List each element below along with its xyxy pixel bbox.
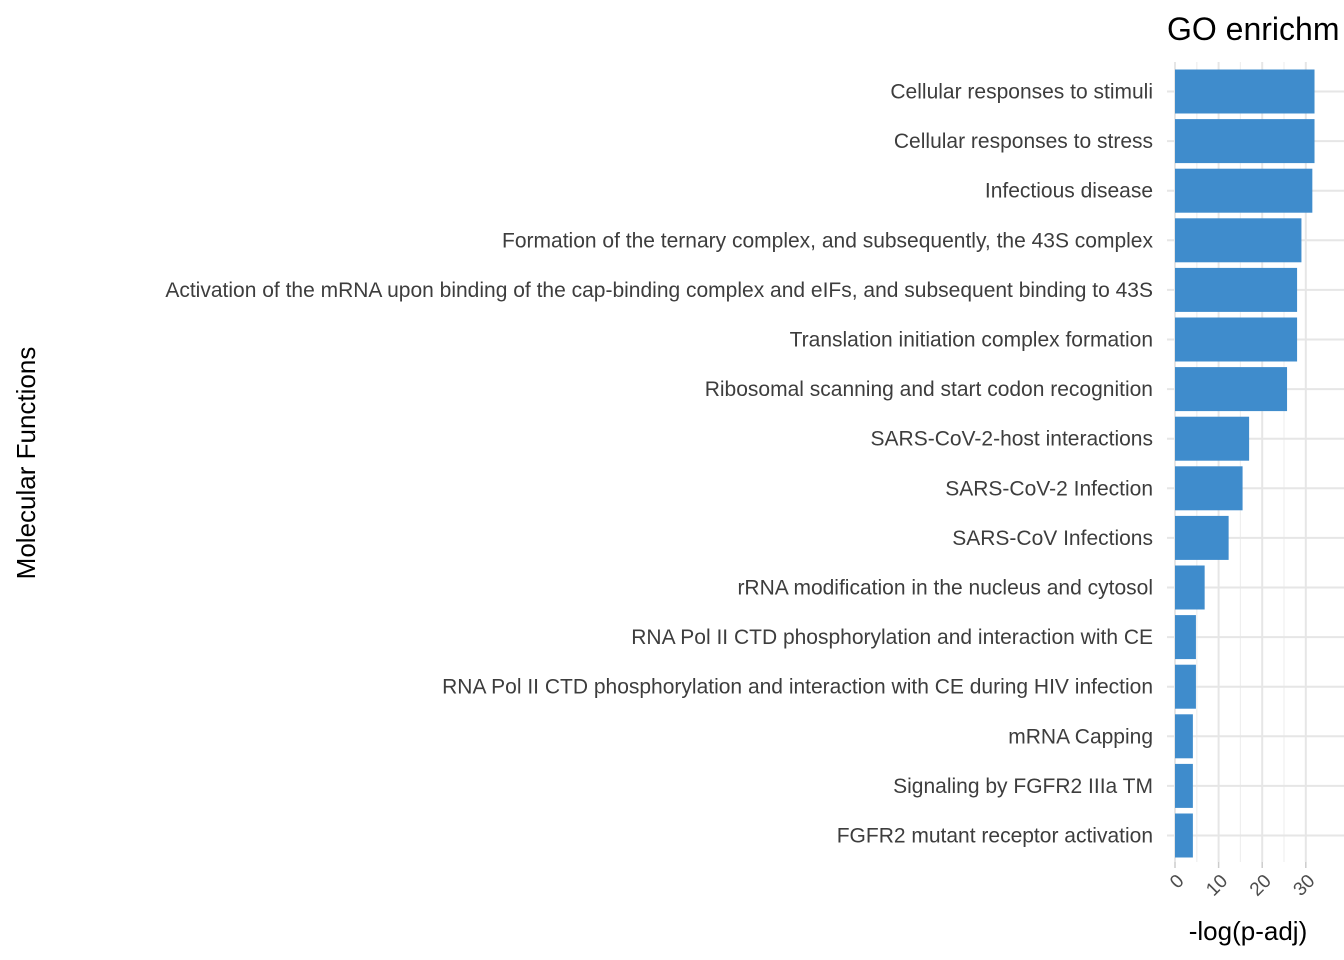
category-label: Translation initiation complex formation: [790, 329, 1153, 352]
category-label: RNA Pol II CTD phosphorylation and inter…: [631, 626, 1153, 649]
x-tick-label: 20: [1246, 871, 1276, 901]
y-axis-title: Molecular Functions: [11, 347, 41, 580]
bar: [1175, 317, 1298, 362]
x-tick-label: 30: [1290, 871, 1320, 901]
bar: [1175, 416, 1250, 461]
bar: [1175, 168, 1313, 213]
bar: [1175, 763, 1193, 808]
category-label: Cellular responses to stimuli: [890, 81, 1153, 104]
category-label: rRNA modification in the nucleus and cyt…: [737, 577, 1153, 600]
bar: [1175, 69, 1315, 114]
x-tick-label: 10: [1202, 871, 1232, 901]
category-label: Infectious disease: [985, 180, 1153, 203]
x-tick-label: 0: [1166, 871, 1188, 893]
category-label: SARS-CoV Infections: [952, 527, 1153, 550]
bar: [1175, 813, 1193, 858]
bar: [1175, 714, 1193, 759]
category-label: Formation of the ternary complex, and su…: [502, 229, 1153, 252]
bar: [1175, 565, 1205, 610]
bar: [1175, 218, 1302, 263]
category-label: SARS-CoV-2 Infection: [945, 477, 1153, 500]
category-label: mRNA Capping: [1008, 725, 1153, 748]
bar: [1175, 615, 1196, 660]
category-label: Signaling by FGFR2 IIIa TM: [893, 775, 1153, 798]
category-label: RNA Pol II CTD phosphorylation and inter…: [442, 676, 1153, 699]
bar: [1175, 664, 1196, 709]
category-label: FGFR2 mutant receptor activation: [837, 825, 1153, 848]
category-label: Cellular responses to stress: [894, 130, 1153, 153]
bar: [1175, 119, 1315, 164]
category-label: SARS-CoV-2-host interactions: [871, 428, 1153, 451]
category-label: Ribosomal scanning and start codon recog…: [705, 378, 1153, 401]
bar: [1175, 466, 1243, 511]
x-axis-title: -log(p-adj): [1189, 916, 1308, 946]
x-axis-ticks: 0 10 20 30: [1166, 862, 1319, 900]
category-label: Activation of the mRNA upon binding of t…: [165, 279, 1153, 302]
bar: [1175, 367, 1288, 412]
bar: [1175, 267, 1298, 312]
chart-title: GO enrichm: [1167, 11, 1339, 47]
bars: [1175, 69, 1315, 858]
bar: [1175, 515, 1229, 560]
